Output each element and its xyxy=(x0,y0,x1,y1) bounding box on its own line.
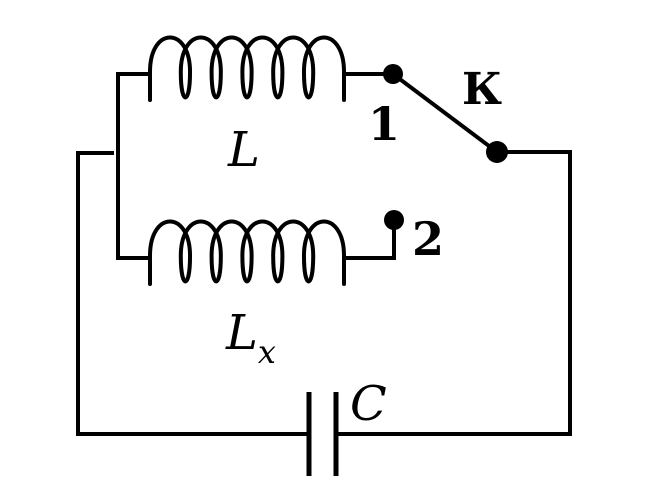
inductor-l xyxy=(148,35,346,102)
contact-1-label: 1 xyxy=(368,97,400,151)
inductor-lx-coil xyxy=(148,219,346,286)
left-bus-wire xyxy=(116,72,152,260)
inductor-lx xyxy=(148,219,346,286)
switch-label: К xyxy=(462,64,502,115)
inductor-l-coil xyxy=(148,35,346,102)
inductor-lx-label-main: L xyxy=(225,305,258,361)
outer-loop-wire xyxy=(76,150,572,436)
switch-pivot-terminal xyxy=(486,141,508,163)
capacitor-c xyxy=(306,392,339,476)
inductor-lx-label-subscript: x xyxy=(258,333,276,371)
contact-1-terminal xyxy=(383,64,403,84)
inductor-lx-to-contact-2-wire xyxy=(342,221,396,260)
contact-2-label: 2 xyxy=(412,212,444,266)
switch-blade xyxy=(390,71,500,155)
contact-2-terminal xyxy=(384,210,404,230)
inductor-lx-label: Lx xyxy=(225,305,276,371)
capacitor-label: C xyxy=(350,376,387,432)
inductor-l-label: L xyxy=(227,122,260,178)
